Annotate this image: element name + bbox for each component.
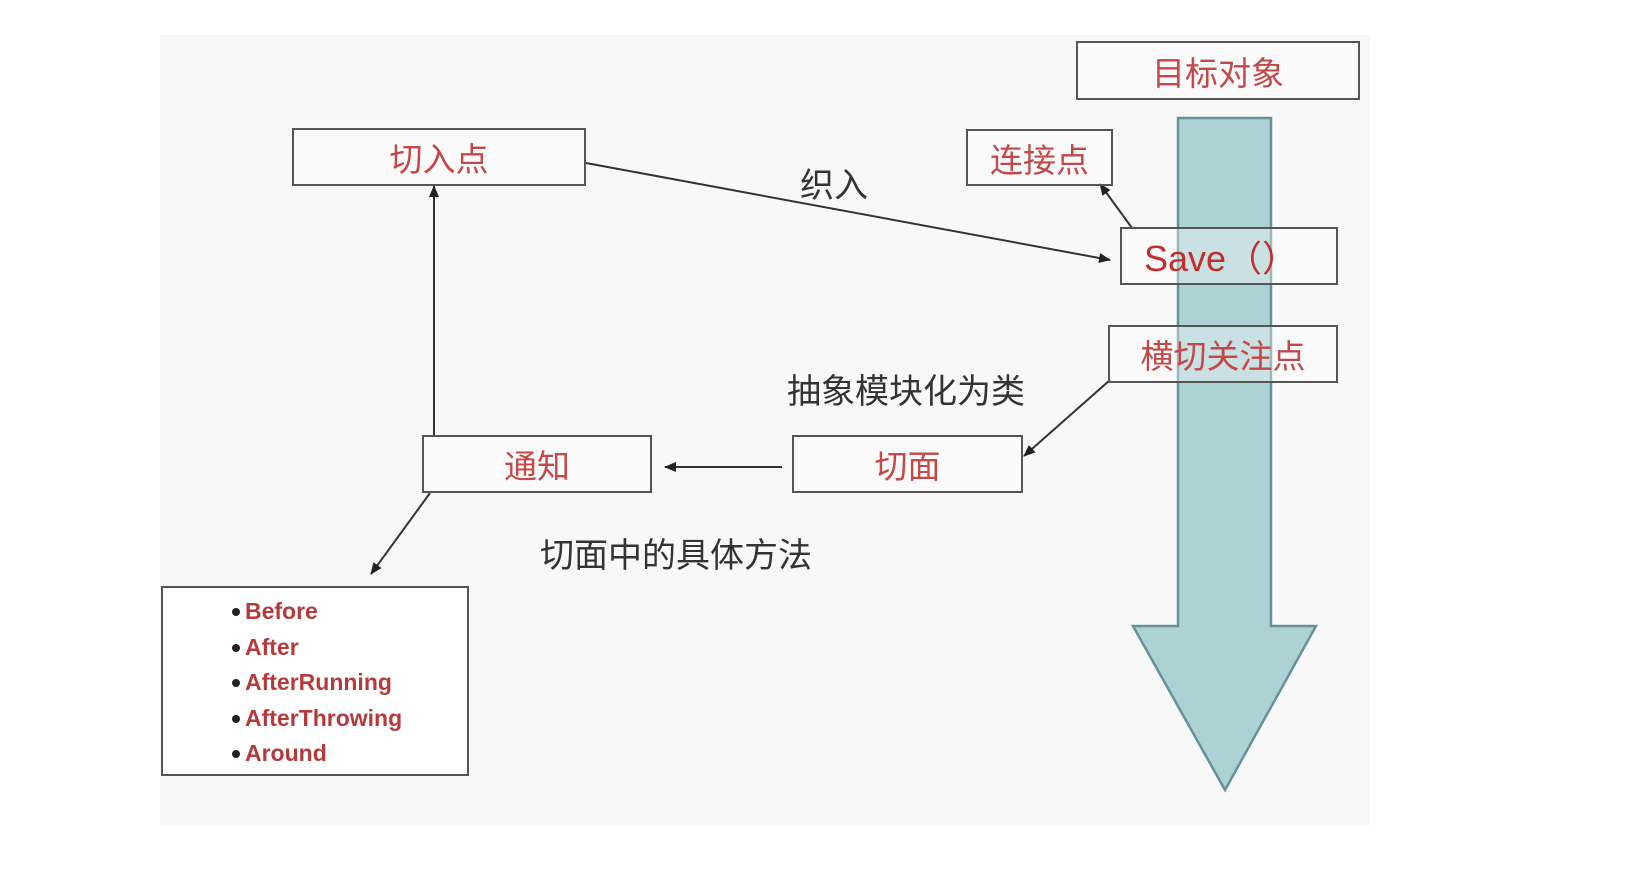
save-method-box: Save（） — [1120, 227, 1338, 285]
save-method-label: Save（） — [1144, 238, 1299, 279]
advice-label: 通知 — [504, 447, 570, 486]
abstraction-arrow — [1023, 379, 1111, 457]
crosscutting-concern-label: 横切关注点 — [1140, 337, 1306, 376]
aspect-box: 切面 — [792, 435, 1023, 493]
advice-type-item: Before — [232, 594, 467, 630]
crosscutting-concern-box: 横切关注点 — [1108, 325, 1338, 383]
bullet-icon — [232, 714, 240, 723]
advice-type-label: AfterThrowing — [245, 704, 403, 731]
advice-type-item: Around — [232, 736, 467, 772]
advice-types-list: Before After AfterRunning AfterThrowing … — [163, 588, 467, 772]
advice-type-label: AfterRunning — [245, 669, 392, 695]
join-point-arrow — [1099, 183, 1133, 229]
advice-type-label: Before — [245, 598, 318, 624]
advice-types-arrow — [370, 492, 431, 575]
target-object-label: 目标对象 — [1152, 53, 1284, 93]
bullet-icon — [232, 608, 240, 616]
pointcut-box: 切入点 — [292, 128, 586, 186]
advice-types-box: Before After AfterRunning AfterThrowing … — [161, 586, 469, 776]
aspect-label: 切面 — [874, 447, 941, 486]
weaving-arrow — [585, 162, 1111, 263]
advice-type-label: Around — [245, 740, 327, 766]
advice-type-item: After — [232, 630, 467, 666]
aspect-method-edge-label: 切面中的具体方法 — [540, 536, 812, 576]
weaving-edge-label: 织入 — [800, 166, 868, 206]
execution-flow-arrow — [1130, 116, 1319, 793]
bullet-icon — [232, 643, 240, 652]
advice-box: 通知 — [422, 435, 652, 493]
pointcut-label: 切入点 — [389, 140, 489, 179]
join-point-label: 连接点 — [990, 140, 1089, 180]
bullet-icon — [232, 679, 240, 687]
bullet-icon — [232, 750, 240, 758]
advice-type-label: After — [245, 633, 299, 660]
abstraction-edge-label: 抽象模块化为类 — [787, 372, 1025, 412]
target-object-box: 目标对象 — [1076, 41, 1360, 100]
join-point-box: 连接点 — [966, 129, 1113, 186]
advice-type-item: AfterRunning — [232, 665, 467, 701]
advice-type-item: AfterThrowing — [232, 701, 467, 737]
